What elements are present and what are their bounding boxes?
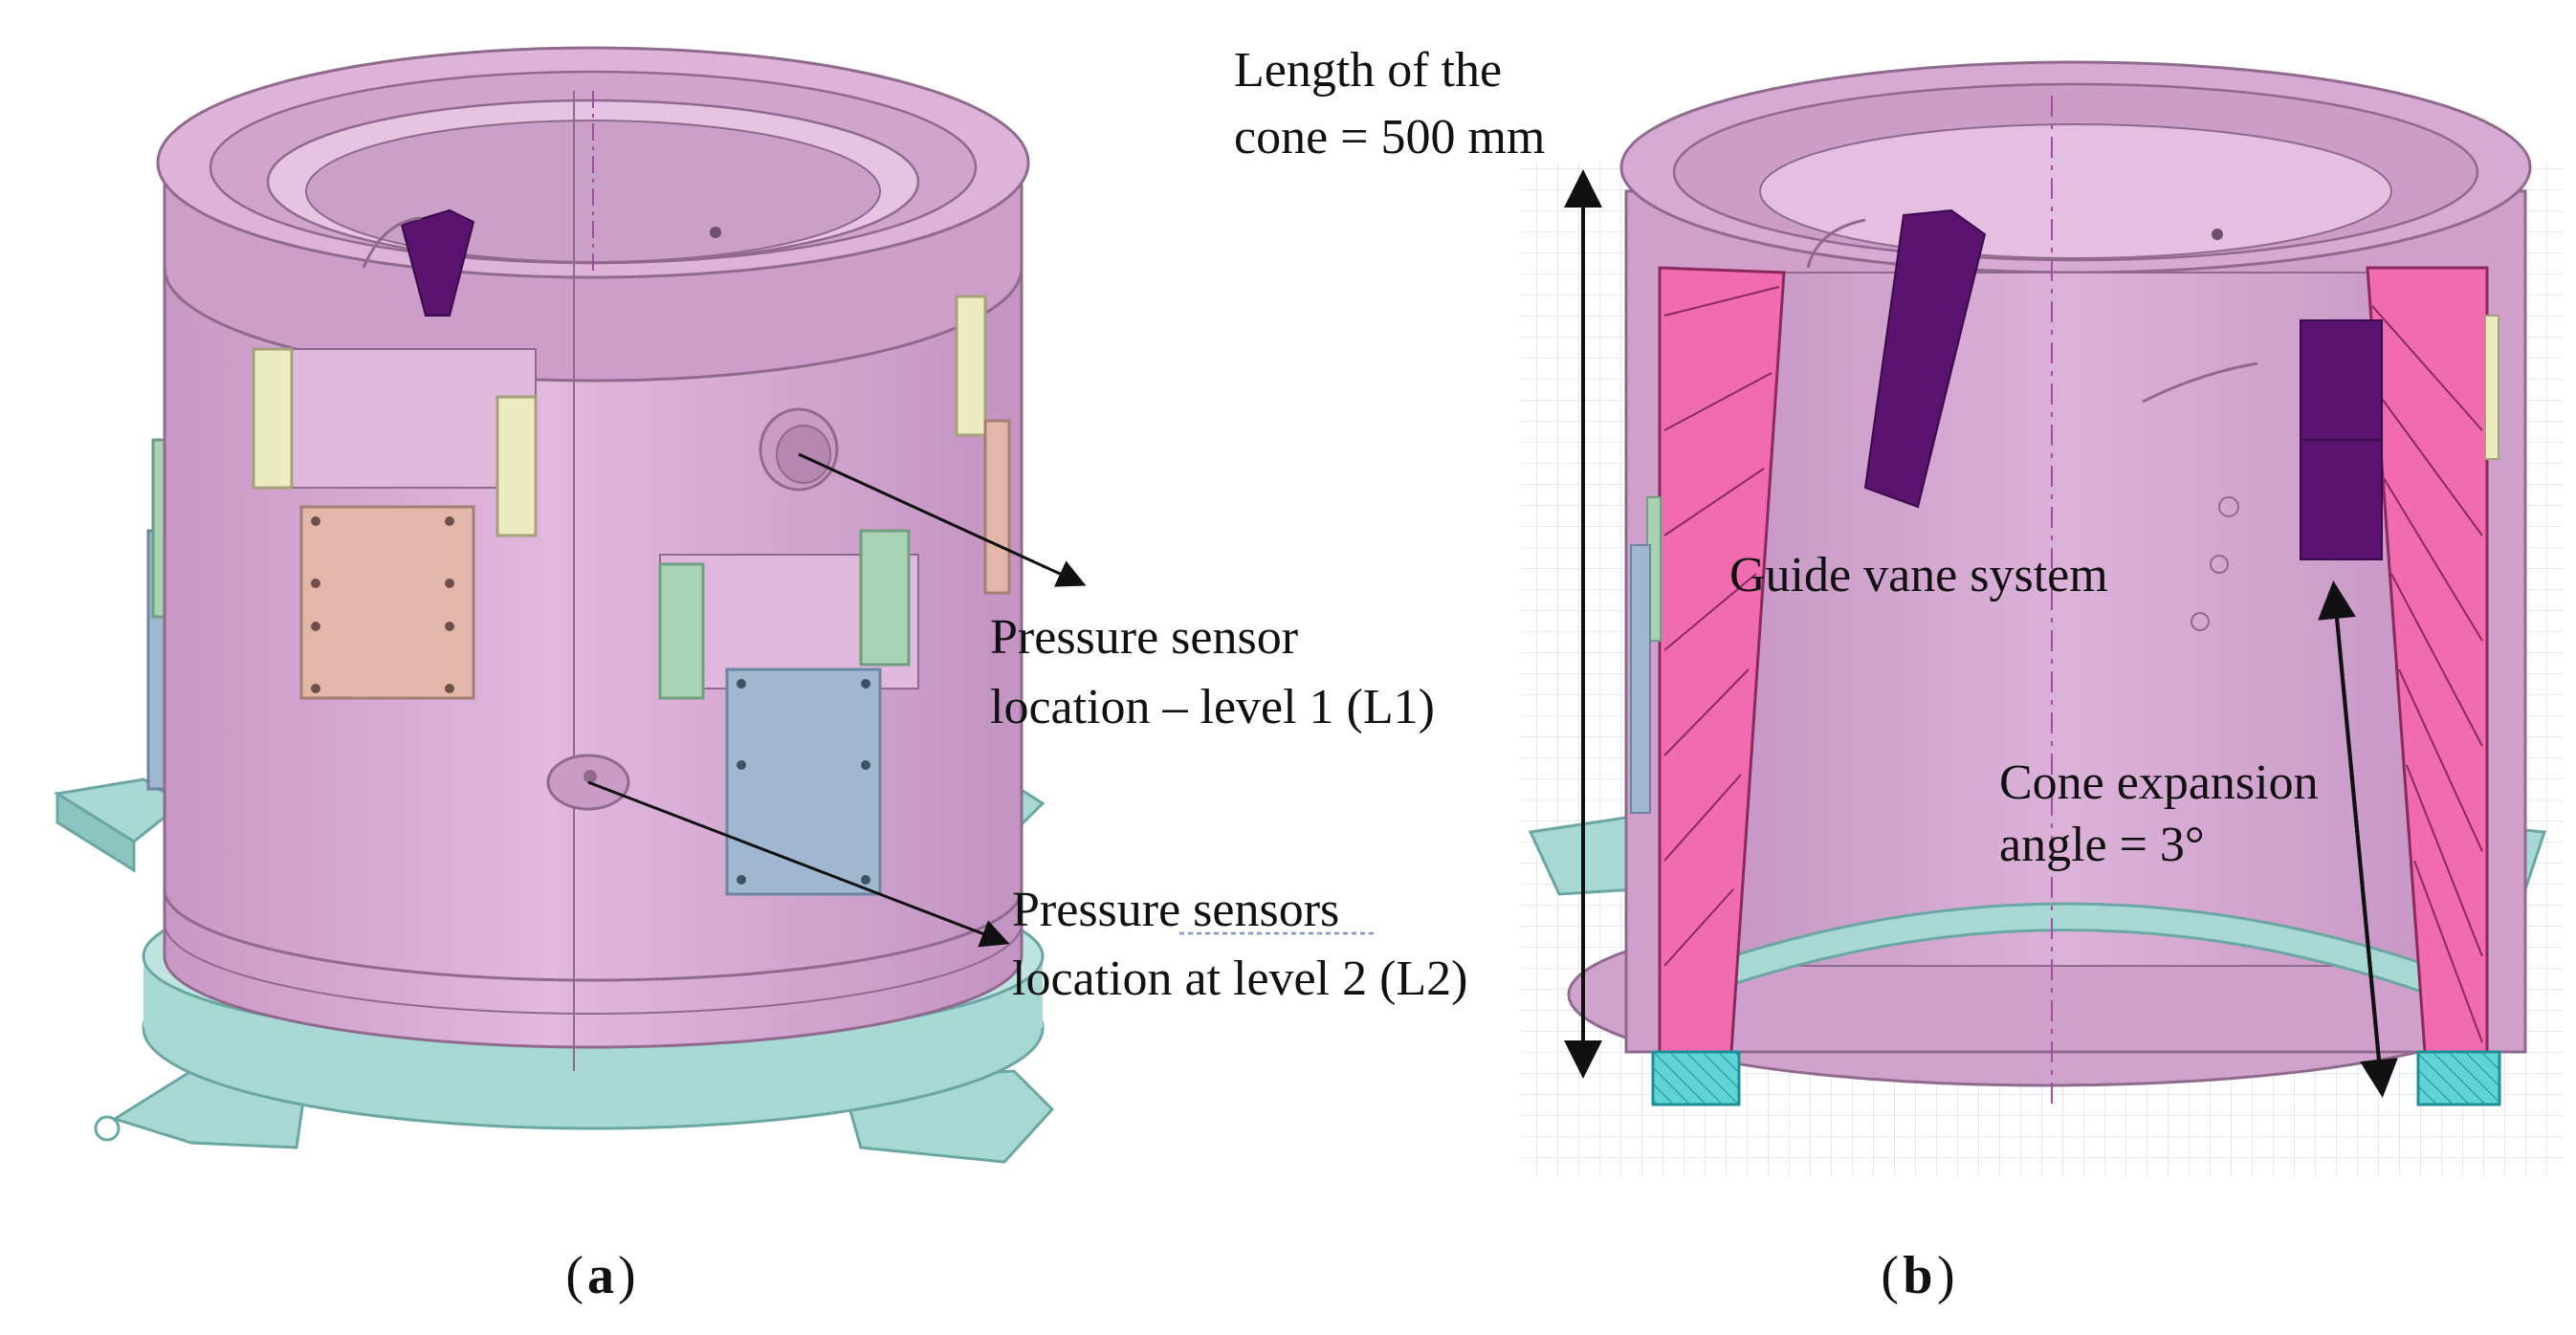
label-level1-line1: Pressure sensor	[990, 610, 1298, 665]
arrow-level2	[587, 780, 1010, 948]
label-angle-line2: angle = 3°	[1999, 818, 2205, 872]
caption-a-letter: a	[587, 1246, 614, 1305]
caption-a-close: )	[618, 1246, 636, 1305]
caption-b-letter: b	[1903, 1246, 1932, 1305]
arrow-angle-down	[2332, 587, 2398, 1098]
sensor-panels	[252, 295, 1011, 896]
caption-b-open: (	[1881, 1246, 1899, 1305]
label-level2-line1: Pressure sensors	[1012, 883, 1339, 937]
label-length-line1: Length of the	[1234, 43, 1502, 98]
caption-b-close: )	[1937, 1246, 1955, 1305]
label-level1-line2: location – level 1 (L1)	[990, 680, 1435, 734]
label-angle-line1: Cone expansion	[1999, 755, 2319, 810]
label-level2-line2: location at level 2 (L2)	[1012, 952, 1467, 1006]
foot-section-right	[2416, 1050, 2501, 1106]
guide-vane-left	[1863, 208, 1987, 509]
label-length-line2: cone = 500 mm	[1234, 110, 1545, 164]
panel-b-drawing	[1521, 60, 2564, 1176]
caption-a-open: (	[565, 1246, 583, 1305]
panel-a-drawing	[53, 46, 1055, 1164]
label-guide-vane: Guide vane system	[1729, 548, 2108, 602]
arrow-level1	[798, 452, 1087, 587]
foot-section-left	[1651, 1050, 1741, 1106]
